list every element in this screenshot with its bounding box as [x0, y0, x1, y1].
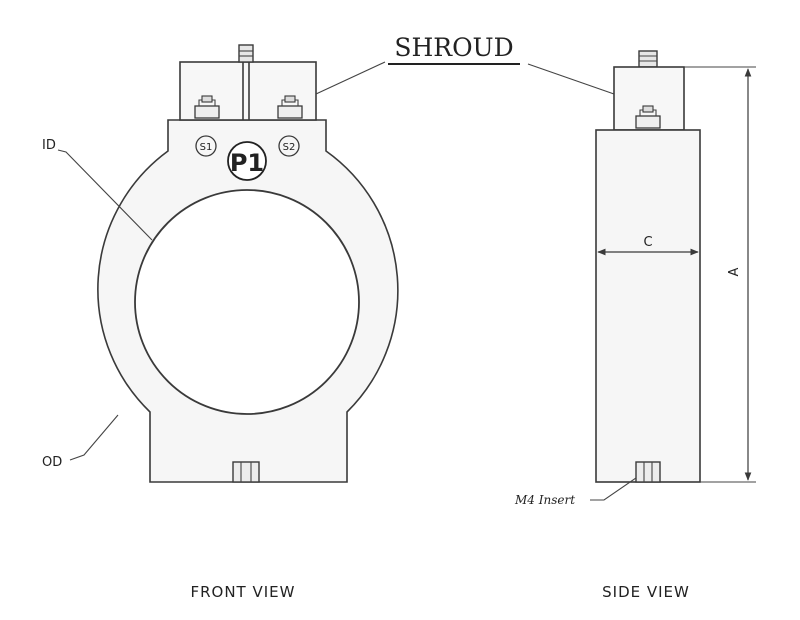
s1-circle	[195, 135, 217, 157]
s2-circle	[278, 135, 300, 157]
s1-label: S1	[200, 142, 213, 153]
side-top-bolt	[638, 50, 658, 68]
side-bottom-insert	[635, 461, 661, 483]
id-label: ID	[42, 138, 56, 153]
side-body	[595, 129, 701, 483]
side-view: C A M4 Insert	[514, 50, 756, 507]
front-view-caption: FRONT VIEW	[190, 583, 295, 601]
c-label: C	[643, 235, 652, 250]
shroud-leader-front	[315, 61, 386, 95]
shroud-label: SHROUD	[394, 33, 513, 62]
a-label: A	[727, 267, 742, 276]
id-leader	[57, 149, 153, 241]
s2-label: S2	[283, 142, 296, 153]
insert-leader	[590, 477, 637, 501]
side-view-caption: SIDE VIEW	[602, 583, 690, 601]
inner-aperture	[134, 189, 360, 415]
p1-circle	[227, 141, 267, 181]
terminal-screw-left	[194, 95, 220, 119]
front-top-bolt	[238, 44, 254, 63]
front-bottom-insert	[232, 461, 260, 483]
terminal-screw-right	[277, 95, 303, 119]
od-label: OD	[42, 455, 62, 470]
od-leader	[69, 414, 119, 461]
front-view: S1 S2 P1 ID OD	[42, 44, 399, 483]
shroud-leader-side	[527, 63, 615, 95]
insert-label: M4 Insert	[514, 493, 575, 507]
side-terminal-screw	[635, 105, 661, 129]
p1-label: P1	[230, 149, 264, 177]
